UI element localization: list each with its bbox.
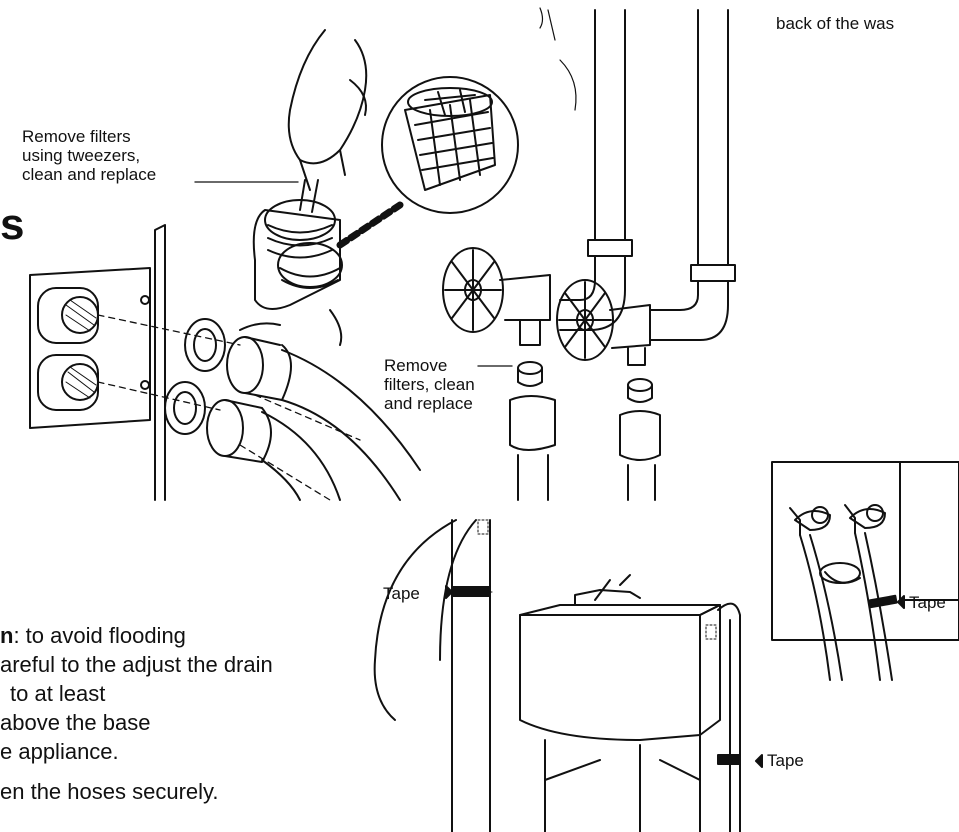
tape-pointer-wall — [897, 595, 905, 609]
appliance-inlet-panel — [29, 224, 166, 501]
valve-hose-ends — [509, 395, 661, 501]
valve-handle-left — [442, 247, 551, 346]
magnifier-connector — [336, 201, 404, 249]
caution-line-2: areful to the adjust the drain — [0, 652, 273, 677]
caution-line-4: above the base — [0, 710, 151, 735]
wall-drain-box — [771, 461, 959, 681]
inlet-hoses — [206, 336, 421, 501]
section-heading-fragment: s — [0, 200, 25, 249]
caution-line-1: n: to avoid flooding — [0, 621, 186, 650]
laundry-sink — [519, 574, 741, 832]
tape-label-sink: Tape — [767, 751, 804, 770]
tape-label-standpipe: Tape — [383, 584, 420, 603]
drain-standpipe — [373, 519, 493, 832]
caution-line-5: e appliance. — [0, 739, 119, 764]
valve-handle-right — [556, 279, 651, 366]
tape-pointer-left — [445, 585, 453, 599]
caution-line-6: en the hoses securely. — [0, 779, 219, 804]
caution-label: n — [0, 623, 14, 648]
callout-tweezers: Remove filters using tweezers, clean and… — [22, 127, 157, 184]
water-pipes — [559, 9, 736, 341]
inlet-valve-body — [239, 199, 343, 346]
caution-line-1-text: : to avoid flooding — [13, 623, 186, 648]
tape-label-wall: Tape — [909, 593, 946, 612]
callout-leaders — [194, 181, 513, 367]
sealing-washers — [164, 318, 226, 435]
caution-line-3: to at least — [10, 681, 106, 706]
valve-filters — [517, 361, 653, 403]
sketch-strokes — [539, 7, 577, 111]
top-right-caption-fragment: back of the was — [776, 14, 895, 33]
hand-with-tweezers — [287, 29, 368, 213]
filter-magnifier — [381, 76, 519, 214]
tape-pointer-sink — [755, 754, 763, 768]
callout-valve-filters: Remove filters, clean and replace — [384, 356, 475, 413]
connection-dashes — [97, 314, 361, 501]
